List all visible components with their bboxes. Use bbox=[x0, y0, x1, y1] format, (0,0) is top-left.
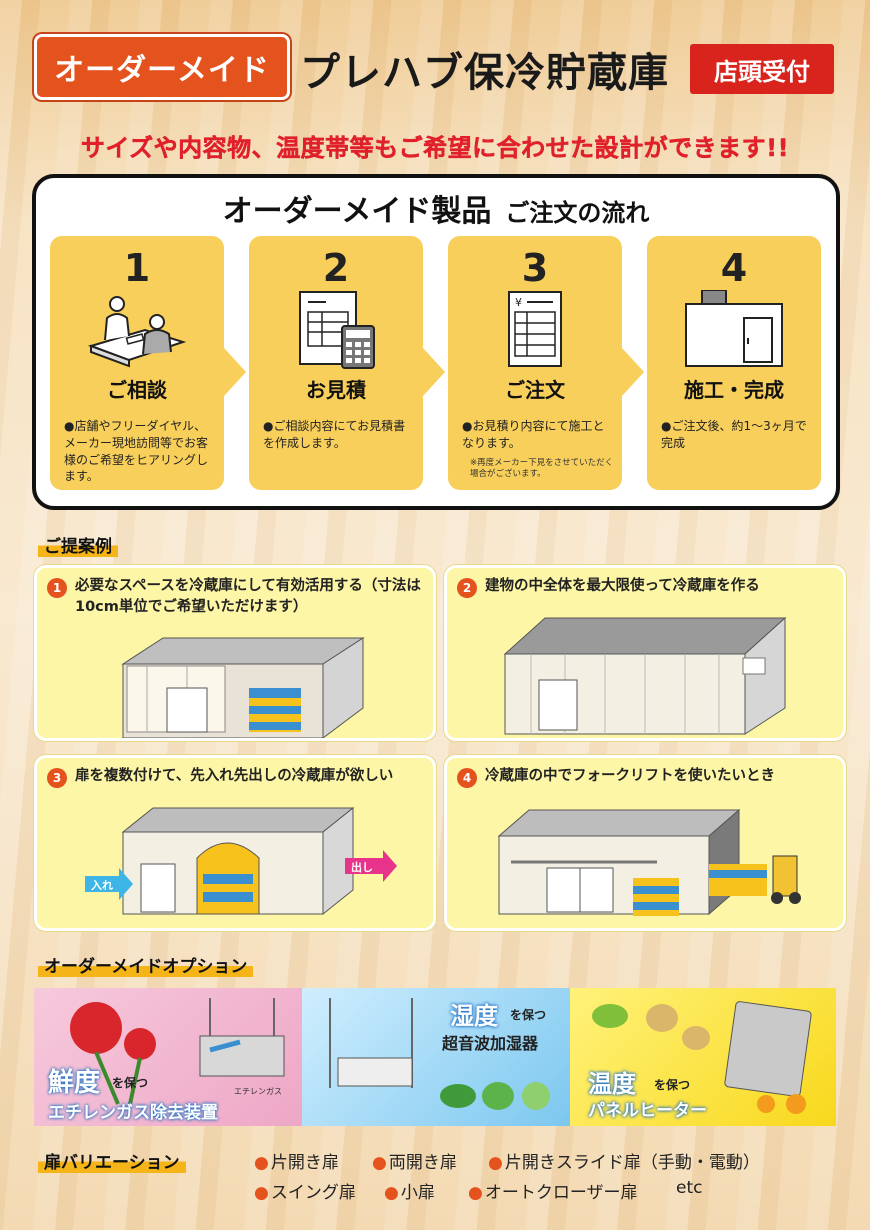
consultation-icon bbox=[87, 296, 187, 368]
forklift-illustration bbox=[497, 808, 801, 916]
proposal-number: 2 bbox=[457, 578, 477, 598]
step-title: ご相談 bbox=[107, 378, 167, 402]
option-name: 超音波加湿器 bbox=[442, 1034, 539, 1053]
space-utilization-illustration bbox=[121, 637, 365, 738]
whole-building-illustration bbox=[503, 616, 787, 735]
doors-label: 扉バリエーション bbox=[38, 1148, 186, 1173]
proposal-card-4: 4 冷蔵庫の中でフォークリフトを使いたいとき bbox=[444, 755, 846, 931]
step-number: 2 bbox=[322, 246, 350, 290]
option-name: エチレンガス除去装置 bbox=[48, 1103, 218, 1123]
proposal-card-2: 2 建物の中全体を最大限使って冷蔵庫を作る bbox=[444, 565, 846, 741]
step-title: ご注文 bbox=[505, 378, 565, 402]
proposal-title: 冷蔵庫の中でフォークリフトを使いたいとき bbox=[485, 768, 775, 784]
option-small-text: を保つ bbox=[510, 1008, 547, 1022]
door-swing: ●スイング扉 bbox=[254, 1183, 356, 1203]
in-label: 入れ bbox=[91, 879, 113, 892]
options-label: オーダーメイドオプション bbox=[38, 952, 254, 977]
step-title: 施工・完成 bbox=[684, 378, 784, 402]
step-number: 3 bbox=[521, 246, 549, 290]
flow-heading-main: オーダーメイド製品 bbox=[222, 194, 492, 229]
proposal-card-3: 3 扉を複数付けて、先入れ先出しの冷蔵庫が欲しい 入れ 出し bbox=[34, 755, 436, 931]
proposal-number: 4 bbox=[457, 768, 477, 788]
ethylene-remover-illustration: エチレンガス bbox=[70, 998, 285, 1105]
first-in-first-out-illustration: 入れ 出し bbox=[85, 806, 397, 916]
option-temperature: 温度 を保つ パネルヒーター bbox=[570, 988, 836, 1126]
door-etc: etc bbox=[676, 1178, 703, 1198]
flow-arrow bbox=[622, 348, 644, 396]
flow-heading-sub: ご注文の流れ bbox=[505, 199, 650, 227]
option-small-text: を保つ bbox=[112, 1076, 149, 1090]
option-small-text: を保つ bbox=[654, 1078, 691, 1092]
flow-arrow bbox=[224, 348, 246, 396]
proposals-label: ご提案例 bbox=[38, 532, 118, 557]
step-description: ●ご注文後、約1～3ヶ月で完成 bbox=[661, 419, 807, 450]
step-number: 4 bbox=[720, 246, 748, 290]
svg-text:¥: ¥ bbox=[515, 296, 522, 309]
order-flow-heading: オーダーメイド製品ご注文の流れ bbox=[32, 186, 840, 232]
step-description: ●ご相談内容にてお見積書を作成します。 bbox=[263, 419, 406, 450]
option-big-text: 湿度 bbox=[450, 1002, 498, 1030]
proposal-title: 必要なスペースを冷蔵庫にして有効活用する（寸法は10cm単位でご希望いただけます… bbox=[75, 578, 421, 616]
step-description: ●店舗やフリーダイヤル、メーカー現地訪問等でお客様のご希望をヒアリングします。 bbox=[64, 419, 209, 484]
door-auto-closer: ●オートクローザー扉 bbox=[468, 1183, 638, 1203]
flow-step-3: 3 ¥ ご注文 ●お見積り内容にて施工となります。 ※再度メーカー下見をさせてい… bbox=[448, 236, 622, 490]
out-label: 出し bbox=[351, 860, 373, 874]
door-slide: ●片開きスライド扉（手動・電動） bbox=[488, 1153, 760, 1173]
proposal-number: 3 bbox=[47, 768, 67, 788]
door-single: ●片開き扉 bbox=[254, 1153, 339, 1173]
page-title: プレハブ保冷貯蔵庫 bbox=[300, 49, 669, 96]
option-big-text: 鮮度 bbox=[48, 1068, 101, 1098]
step-title: お見積 bbox=[306, 378, 366, 402]
estimate-document-icon bbox=[299, 291, 375, 369]
option-humidity: 湿度 を保つ 超音波加湿器 bbox=[302, 988, 570, 1126]
order-made-badge: オーダーメイド bbox=[34, 34, 290, 100]
shop-reception-badge: 店頭受付 bbox=[690, 44, 834, 94]
cold-storage-unit-icon bbox=[685, 290, 783, 367]
flow-arrow bbox=[423, 348, 445, 396]
step-description: ●お見積り内容にて施工となります。 bbox=[462, 419, 605, 450]
order-form-icon: ¥ bbox=[508, 291, 562, 367]
flow-step-2: 2 お見積 ●ご相談内容にてお見積書を作成します。 bbox=[249, 236, 423, 490]
step-note: ※再度メーカー下見をさせていただく場合がございます。 bbox=[470, 458, 614, 480]
door-double: ●両開き扉 bbox=[372, 1153, 457, 1173]
door-small: ●小扉 bbox=[384, 1183, 435, 1203]
panel-heater-illustration bbox=[592, 1001, 812, 1114]
flow-step-1: 1 ご相談 ●店舗やフリーダイヤル、メーカー現地訪問等でお客様のご希望をヒアリン… bbox=[50, 236, 224, 490]
proposal-card-1: 1 必要なスペースを冷蔵庫にして有効活用する（寸法は10cm単位でご希望いただけ… bbox=[34, 565, 436, 741]
proposal-number: 1 bbox=[47, 578, 67, 598]
subtitle: サイズや内容物、温度帯等もご希望に合わせた設計ができます!! bbox=[80, 134, 790, 162]
option-name: パネルヒーター bbox=[588, 1101, 707, 1121]
option-big-text: 温度 bbox=[588, 1070, 636, 1098]
proposal-title: 建物の中全体を最大限使って冷蔵庫を作る bbox=[485, 578, 760, 594]
option-freshness: エチレンガス 鮮度 を保つ エチレンガス除去装置 bbox=[34, 988, 302, 1126]
step-number: 1 bbox=[123, 246, 151, 290]
flow-step-4: 4 施工・完成 ●ご注文後、約1～3ヶ月で完成 bbox=[647, 236, 821, 490]
proposal-title: 扉を複数付けて、先入れ先出しの冷蔵庫が欲しい bbox=[75, 768, 394, 784]
ethylene-caption: エチレンガス bbox=[234, 1086, 282, 1096]
humidifier-illustration bbox=[329, 998, 550, 1110]
